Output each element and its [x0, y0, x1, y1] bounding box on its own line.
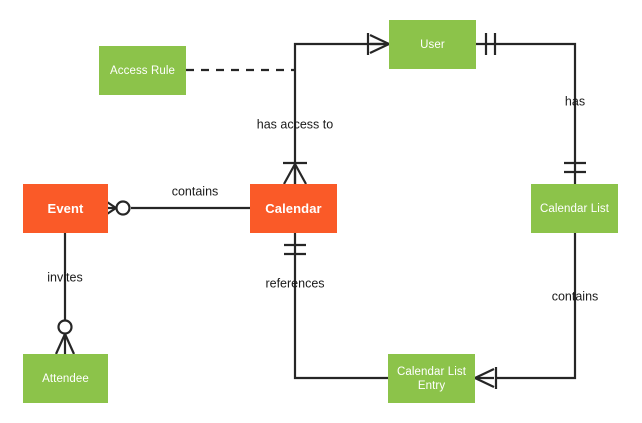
entity-access-rule[interactable]: Access Rule	[99, 46, 186, 95]
label-text: has	[564, 94, 586, 109]
edge-contains-event-calendar	[103, 199, 250, 217]
entity-calendar[interactable]: Calendar	[250, 184, 337, 233]
label-text: references	[265, 276, 325, 291]
label-text: invites	[47, 270, 83, 285]
entity-event[interactable]: Event	[23, 184, 108, 233]
label-text: contains	[171, 184, 219, 199]
edge-contains-list-entry	[474, 233, 577, 389]
relationship-label-contains-list-entry: contains	[552, 290, 599, 305]
entity-label: Calendar List	[539, 202, 610, 215]
relationship-label-contains-event-calendar: contains	[172, 185, 219, 200]
relationship-label-has-access-to: has access to	[257, 118, 333, 133]
entity-label: User	[420, 38, 445, 51]
edge-references	[284, 233, 388, 380]
entity-label: Attendee	[42, 372, 89, 385]
entity-user[interactable]: User	[389, 20, 476, 69]
entity-calendar-list-entry[interactable]: Calendar List Entry	[388, 354, 475, 403]
entity-label: Access Rule	[109, 64, 175, 77]
entity-label: Calendar	[265, 200, 322, 216]
relationship-label-invites: invites	[47, 271, 82, 286]
label-text: has access to	[256, 117, 334, 132]
relationship-label-has: has	[565, 95, 585, 110]
label-text: contains	[551, 289, 599, 304]
entity-attendee[interactable]: Attendee	[23, 354, 108, 403]
entity-label: Calendar List Entry	[396, 365, 467, 392]
entity-calendar-list[interactable]: Calendar List	[531, 184, 618, 233]
edge-invites	[54, 233, 76, 355]
edge-has-access-to	[283, 33, 390, 185]
entity-label: Event	[47, 200, 84, 216]
relationship-label-references: references	[265, 277, 324, 292]
